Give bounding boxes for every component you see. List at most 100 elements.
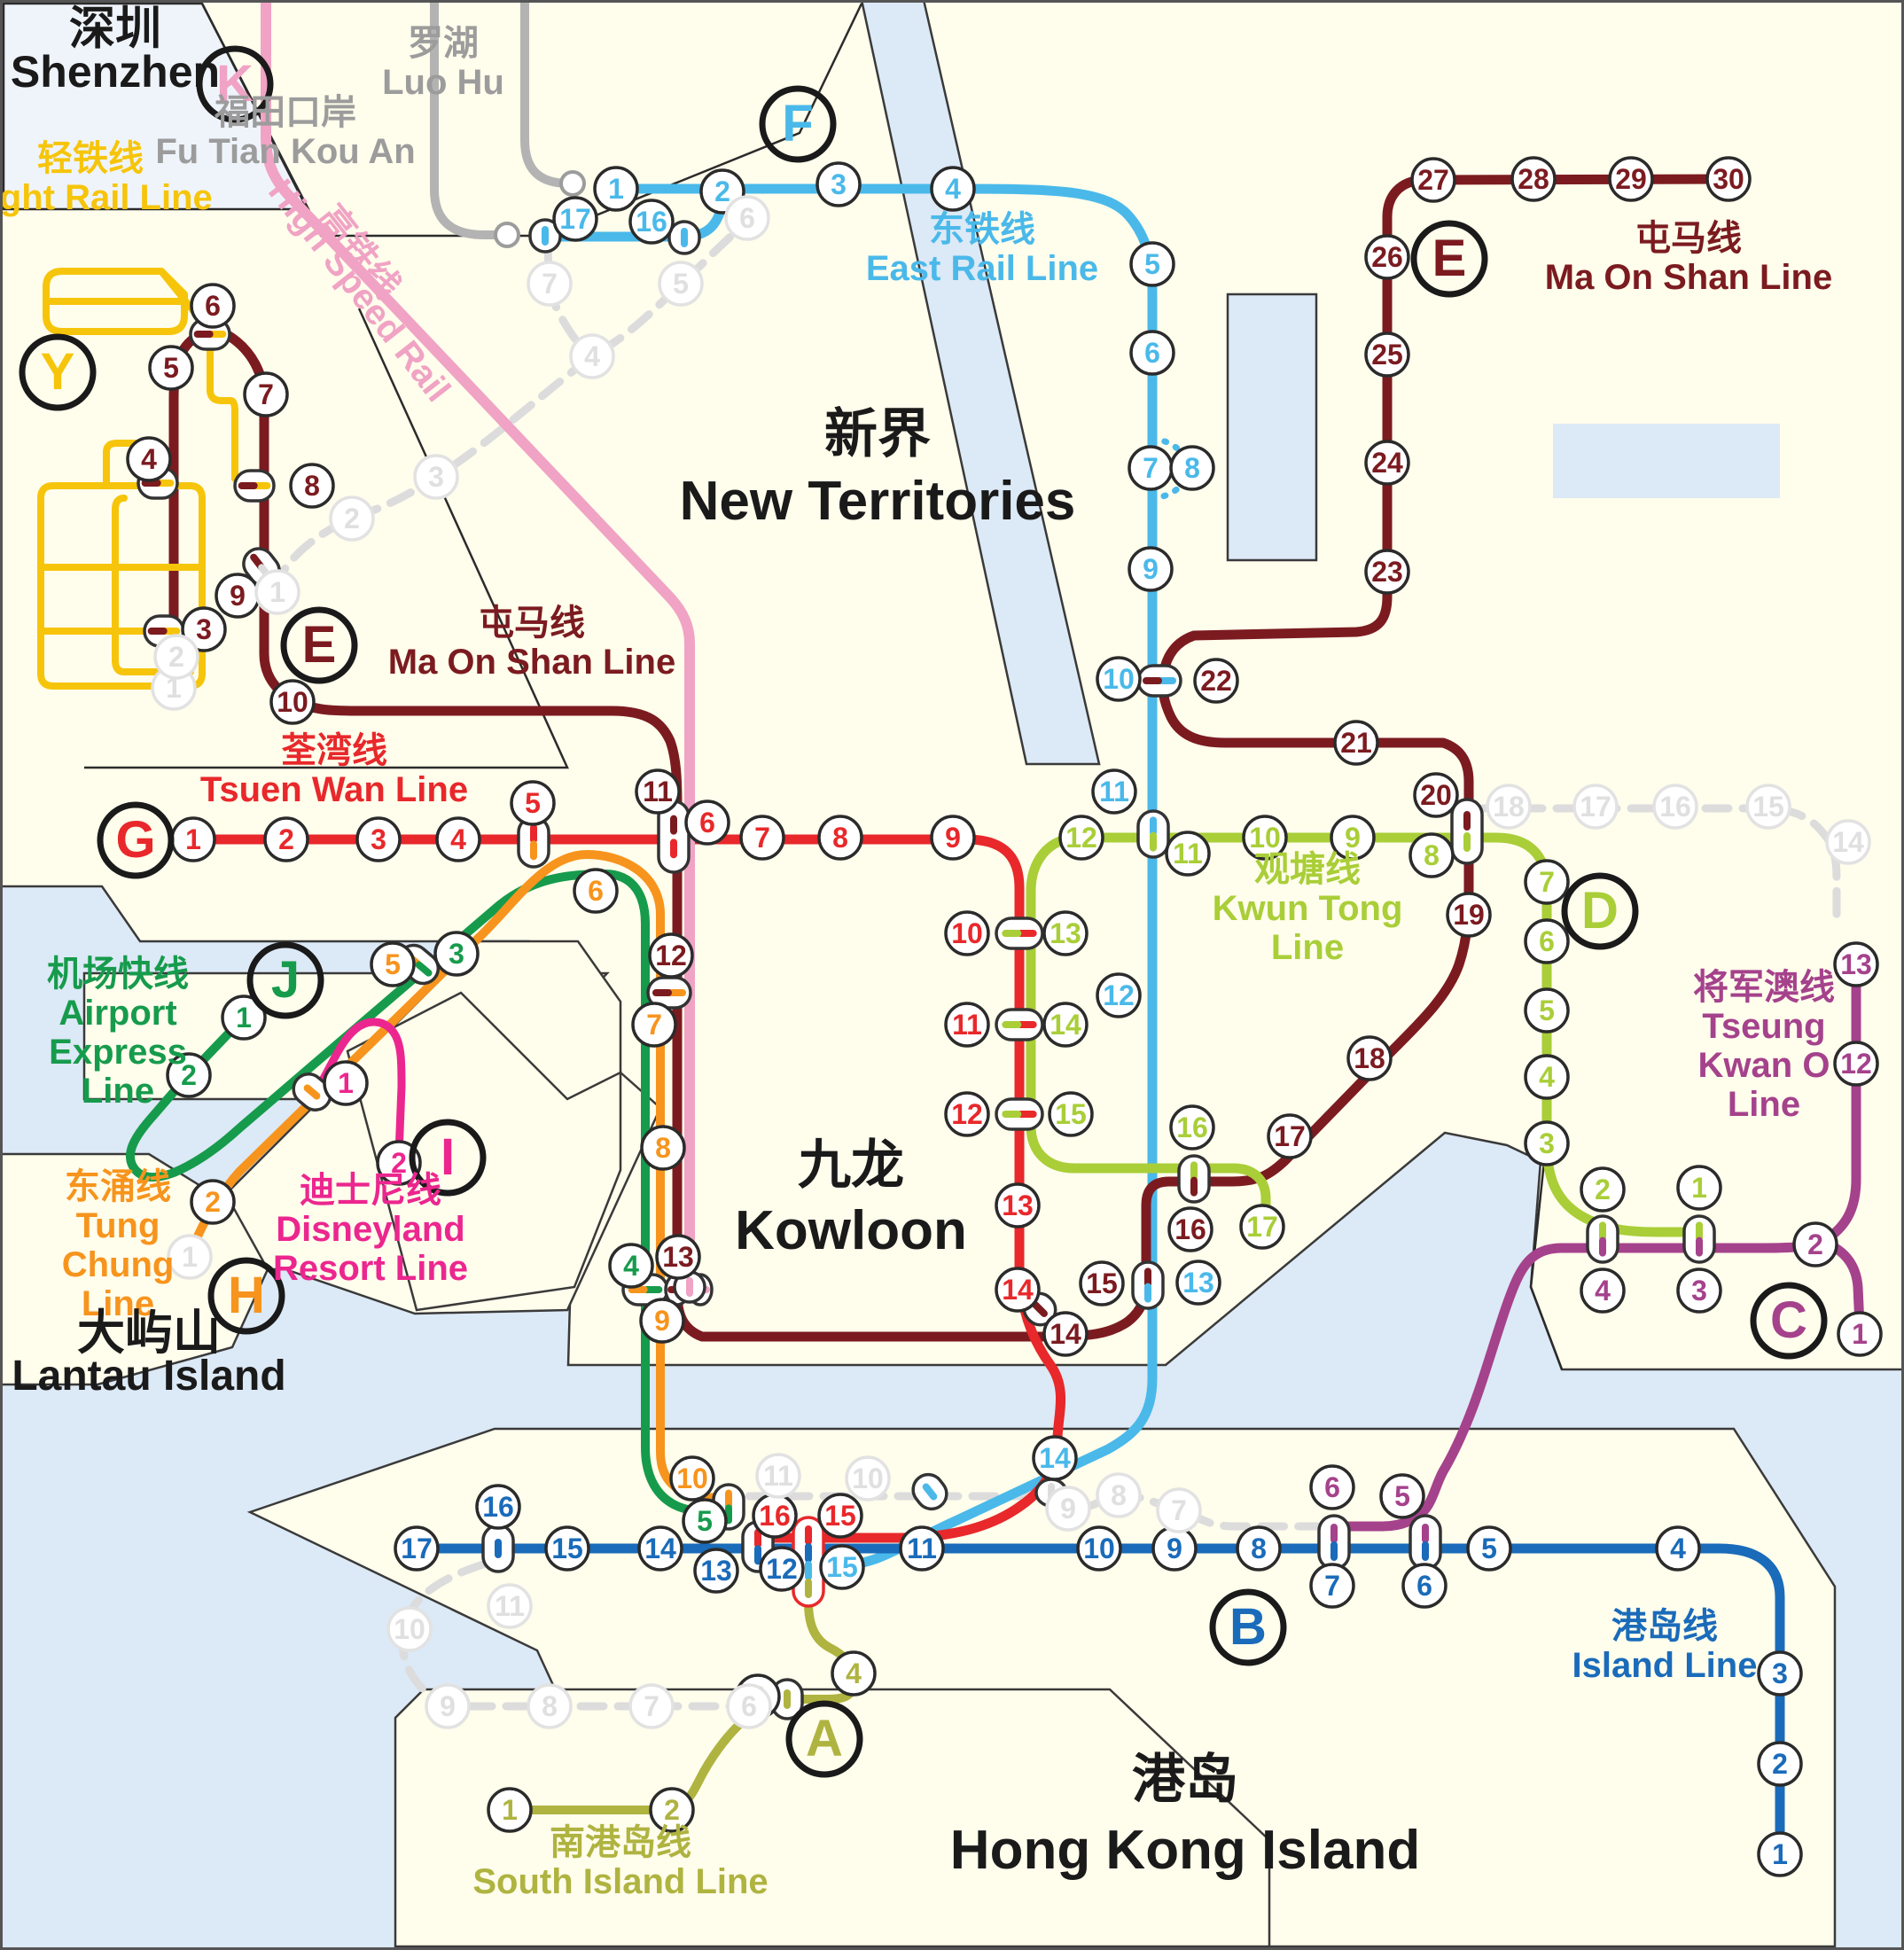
tsuen-wan-station-10[interactable]: 10 <box>944 910 990 956</box>
tsuen-wan-station-15[interactable]: 15 <box>817 1493 863 1539</box>
tuen-ma-station-24[interactable]: 24 <box>1364 440 1410 486</box>
kwun-tong-station-6[interactable]: 6 <box>1524 918 1570 964</box>
tung-chung-station-capsule[interactable] <box>287 1068 337 1116</box>
interchange-capsule[interactable] <box>995 916 1044 950</box>
tuen-ma-station-25[interactable]: 25 <box>1364 332 1410 378</box>
tuen-ma-station-18[interactable]: 18 <box>1346 1035 1393 1081</box>
tuen-ma-station-23[interactable]: 23 <box>1364 549 1410 595</box>
interchange-capsule[interactable] <box>1586 1214 1619 1264</box>
tuen-ma-station-20[interactable]: 20 <box>1413 772 1459 818</box>
interchange-capsule[interactable] <box>1408 1514 1442 1571</box>
tuen-ma-station-26[interactable]: 26 <box>1364 234 1410 280</box>
tuen-ma-station-6[interactable]: 6 <box>190 283 236 329</box>
island-station-12[interactable]: 12 <box>759 1546 805 1592</box>
island-station-5[interactable]: 5 <box>1466 1525 1512 1572</box>
east-rail-station-11[interactable]: 11 <box>1091 768 1137 815</box>
east-rail-station-12[interactable]: 12 <box>1096 972 1142 1018</box>
east-rail-station-17[interactable]: 17 <box>552 196 598 242</box>
tuen-ma-station-10[interactable]: 10 <box>269 679 316 725</box>
tseung-kwan-o-station-4[interactable]: 4 <box>1580 1268 1626 1314</box>
south-island-station-1[interactable]: 1 <box>487 1787 533 1833</box>
tuen-ma-station-21[interactable]: 21 <box>1333 720 1379 766</box>
kwun-tong-station-11[interactable]: 11 <box>1165 831 1211 877</box>
east-rail-station-capsule[interactable] <box>907 1469 952 1515</box>
tuen-ma-station-13[interactable]: 13 <box>655 1234 701 1280</box>
interchange-capsule[interactable] <box>1136 809 1170 859</box>
kwun-tong-station-7[interactable]: 7 <box>1524 859 1570 905</box>
interchange-capsule[interactable] <box>1682 1214 1716 1264</box>
island-station-capsule[interactable] <box>481 1524 515 1573</box>
east-rail-station-4[interactable]: 4 <box>930 166 976 212</box>
tsuen-wan-station-6[interactable]: 6 <box>684 800 730 846</box>
tseung-kwan-o-station-1[interactable]: 1 <box>1837 1311 1883 1357</box>
kwun-tong-station-2[interactable]: 2 <box>1580 1166 1626 1213</box>
airport-express-station-4[interactable]: 4 <box>608 1243 654 1289</box>
tsuen-wan-station-7[interactable]: 7 <box>739 815 785 861</box>
kwun-tong-station-17[interactable]: 17 <box>1239 1204 1285 1250</box>
kwun-tong-station-16[interactable]: 16 <box>1169 1104 1215 1150</box>
east-rail-station-1[interactable]: 1 <box>593 166 639 212</box>
tsuen-wan-station-8[interactable]: 8 <box>817 815 863 861</box>
island-station-3[interactable]: 3 <box>1757 1650 1803 1696</box>
tuen-ma-station-8[interactable]: 8 <box>289 463 335 509</box>
kwun-tong-station-1[interactable]: 1 <box>1676 1165 1722 1211</box>
interchange-capsule[interactable] <box>995 1008 1044 1041</box>
east-rail-station-14[interactable]: 14 <box>1032 1435 1078 1481</box>
tsuen-wan-station-5[interactable]: 5 <box>510 780 556 826</box>
kwun-tong-station-14[interactable]: 14 <box>1042 1002 1089 1048</box>
tsuen-wan-station-14[interactable]: 14 <box>995 1267 1041 1313</box>
tseung-kwan-o-station-12[interactable]: 12 <box>1833 1041 1879 1087</box>
south-island-station-capsule[interactable] <box>770 1678 804 1720</box>
tsuen-wan-station-9[interactable]: 9 <box>930 815 976 861</box>
island-station-8[interactable]: 8 <box>1236 1525 1282 1572</box>
tseung-kwan-o-station-2[interactable]: 2 <box>1792 1221 1838 1268</box>
tsuen-wan-station-13[interactable]: 13 <box>995 1182 1041 1228</box>
south-island-station-2[interactable]: 2 <box>649 1787 695 1833</box>
kwun-tong-station-5[interactable]: 5 <box>1524 987 1570 1034</box>
east-rail-station-7[interactable]: 7 <box>1128 445 1174 491</box>
island-station-1[interactable]: 1 <box>1757 1831 1803 1877</box>
tung-chung-station-6[interactable]: 6 <box>573 868 619 914</box>
south-island-station-4[interactable]: 4 <box>831 1650 877 1696</box>
airport-express-station-1[interactable]: 1 <box>221 994 267 1041</box>
island-station-17[interactable]: 17 <box>394 1525 440 1572</box>
tuen-ma-station-12[interactable]: 12 <box>648 932 694 979</box>
tuen-ma-station-16[interactable]: 16 <box>1167 1206 1213 1252</box>
kwun-tong-station-8[interactable]: 8 <box>1408 832 1455 878</box>
airport-express-station-3[interactable]: 3 <box>433 931 480 977</box>
kwun-tong-station-9[interactable]: 9 <box>1330 815 1376 861</box>
interchange-capsule[interactable] <box>1136 664 1182 698</box>
tsuen-wan-station-1[interactable]: 1 <box>170 816 216 862</box>
east-rail-station-capsule[interactable] <box>528 218 562 254</box>
airport-express-station-5[interactable]: 5 <box>682 1498 728 1544</box>
island-station-13[interactable]: 13 <box>693 1548 739 1594</box>
tuen-ma-station-9[interactable]: 9 <box>215 573 261 619</box>
island-station-6[interactable]: 6 <box>1401 1563 1448 1609</box>
tsuen-wan-station-11[interactable]: 11 <box>944 1002 990 1048</box>
island-station-14[interactable]: 14 <box>637 1525 683 1572</box>
tsuen-wan-station-4[interactable]: 4 <box>435 816 481 862</box>
kwun-tong-station-12[interactable]: 12 <box>1058 815 1104 861</box>
east-rail-station-8[interactable]: 8 <box>1169 445 1215 491</box>
tsuen-wan-station-12[interactable]: 12 <box>944 1091 990 1137</box>
island-station-10[interactable]: 10 <box>1076 1525 1122 1572</box>
tung-chung-station-5[interactable]: 5 <box>370 941 416 987</box>
tuen-ma-station-30[interactable]: 30 <box>1705 156 1752 202</box>
kwun-tong-station-15[interactable]: 15 <box>1048 1091 1094 1137</box>
tuen-ma-station-19[interactable]: 19 <box>1446 892 1492 938</box>
tung-chung-station-9[interactable]: 9 <box>639 1298 685 1344</box>
east-rail-station-13[interactable]: 13 <box>1175 1260 1221 1306</box>
interchange-capsule[interactable] <box>1177 1154 1211 1204</box>
tuen-ma-station-4[interactable]: 4 <box>126 436 172 482</box>
tsuen-wan-station-16[interactable]: 16 <box>752 1493 798 1539</box>
east-rail-station-16[interactable]: 16 <box>628 199 675 245</box>
kwun-tong-station-4[interactable]: 4 <box>1524 1054 1570 1100</box>
admiralty-interchange-capsule[interactable] <box>792 1516 825 1608</box>
tsuen-wan-station-3[interactable]: 3 <box>355 816 402 862</box>
island-station-2[interactable]: 2 <box>1757 1741 1803 1787</box>
tuen-ma-station-22[interactable]: 22 <box>1193 658 1239 704</box>
island-station-11[interactable]: 11 <box>899 1525 945 1572</box>
tuen-ma-station-28[interactable]: 28 <box>1510 156 1557 202</box>
tung-chung-station-10[interactable]: 10 <box>669 1455 715 1502</box>
interchange-capsule[interactable] <box>995 1097 1044 1131</box>
